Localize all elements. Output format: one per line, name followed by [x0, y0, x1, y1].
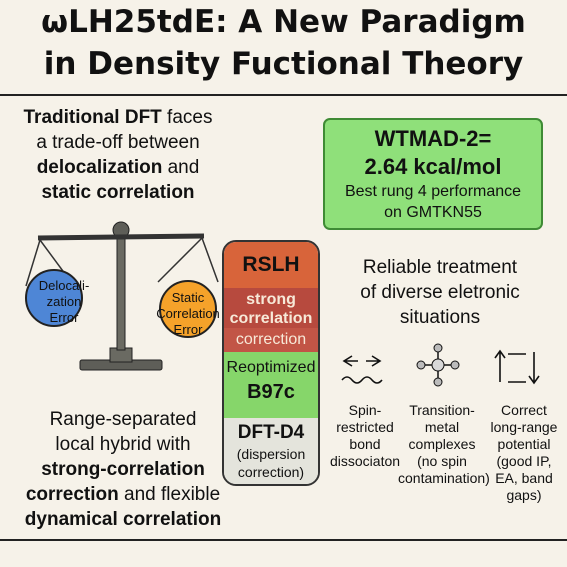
caption-line: contamination)	[398, 470, 490, 486]
local-hybrid-text: local hybrid with	[55, 434, 191, 455]
correction-block: correction	[224, 328, 318, 353]
range-separated-description: Range-separated local hybrid with strong…	[8, 407, 238, 532]
caption-line: dissociaton	[330, 453, 401, 469]
caption-line: Correct	[501, 402, 547, 418]
correction-text: correction	[235, 331, 307, 348]
reliable-line-1: Reliable treatment	[362, 257, 518, 278]
right-pan-line-2: Correlation	[156, 306, 220, 321]
correlation-text: correlation	[229, 310, 313, 327]
caption-line: Transition-	[409, 402, 475, 418]
best-rung-text: Best rung 4 performance	[344, 183, 522, 200]
reoptimized-text: Reoptimized	[226, 359, 316, 376]
b97c-label: B97c	[247, 381, 295, 403]
caption-line: potential	[497, 436, 551, 452]
right-pan-line-1: Static	[171, 290, 205, 305]
wtmad-result-box: WTMAD-2= 2.64 kcal/mol Best rung 4 perfo…	[323, 118, 543, 230]
static-correlation-error-pan	[159, 280, 217, 338]
caption-line: Spin-	[348, 402, 382, 418]
transition-metal-complex-icon	[416, 343, 460, 387]
dispersion-text: (dispersion	[236, 446, 306, 462]
static-correlation-label: static correlation	[41, 182, 195, 203]
functional-component-stack: RSLH strong correlation correction Reopt…	[222, 240, 320, 486]
long-range-potential-caption: Correct long-range potential (good IP, E…	[484, 402, 564, 504]
correction-label: correction	[25, 484, 119, 505]
static-correlation-error-label: Static Correlation Error	[152, 290, 224, 338]
caption-line: long-range	[490, 419, 558, 435]
flexible-text: and flexible	[118, 484, 221, 505]
caption-line: EA, band	[495, 470, 553, 486]
range-separated-text: Range-separated	[49, 409, 197, 430]
caption-line: restricted	[336, 419, 394, 435]
caption-line: (good IP,	[496, 453, 552, 469]
reliable-treatment-text: Reliable treatment of diverse eletronic …	[330, 255, 550, 330]
long-range-potential-icon	[494, 349, 540, 385]
left-pan-line-2: zation	[46, 294, 82, 309]
faces-text: faces	[161, 107, 213, 128]
caption-line: (no spin	[417, 453, 467, 469]
and-text: and	[162, 157, 200, 178]
reliable-line-2: of diverse eletronic	[360, 282, 520, 303]
page-title-line-2: in Density Fuctional Theory	[43, 46, 524, 82]
wtmad-label: WTMAD-2=	[374, 126, 492, 151]
balance-scale-icon	[25, 221, 219, 371]
dispersion-correction-text: correction)	[237, 464, 305, 480]
footer-divider	[0, 539, 567, 541]
reliable-line-3: situations	[399, 307, 481, 328]
caption-line: gaps)	[506, 487, 542, 503]
rslh-label: RSLH	[242, 253, 300, 276]
page-title-line-1: ωLH25tdE: A New Paradigm	[41, 4, 526, 40]
wtmad-value: 2.64 kcal/mol	[364, 154, 502, 179]
delocalization-error-pan	[25, 269, 83, 327]
caption-line: complexes	[408, 436, 476, 452]
dft-d4-label: DFT-D4	[237, 422, 305, 443]
caption-line: bond	[349, 436, 381, 452]
caption-line: metal	[424, 419, 460, 435]
rslh-block: RSLH	[224, 242, 318, 289]
bond-dissociation-caption: Spin- restricted bond dissociaton	[330, 402, 400, 470]
transition-metal-caption: Transition- metal complexes (no spin con…	[398, 402, 490, 487]
traditional-dft-text: Traditional DFT faces a trade-off betwee…	[8, 105, 228, 205]
reoptimized-b97c-block: Reoptimized B97c	[224, 352, 318, 419]
header-divider	[0, 94, 567, 96]
trade-off-text: a trade-off between	[36, 132, 200, 153]
dft-d4-block: DFT-D4 (dispersion correction)	[224, 418, 318, 484]
left-pan-line-1: Delocali-	[38, 278, 90, 293]
delocalization-error-label: Delocali- zation Error	[28, 278, 100, 326]
dynamical-correlation-label: dynamical correlation	[24, 509, 222, 530]
right-pan-line-3: Error	[173, 322, 203, 337]
left-pan-line-3: Error	[49, 310, 79, 325]
bond-dissociation-icon	[341, 355, 383, 384]
strong-correlation-block: strong correlation	[224, 288, 318, 329]
traditional-dft-label: Traditional DFT	[23, 107, 162, 128]
gmtkn55-text: on GMTKN55	[384, 204, 482, 221]
strong-text: strong	[246, 291, 296, 308]
delocalization-label: delocalization	[36, 157, 163, 178]
strong-correlation-label: strong-correlation	[41, 459, 205, 480]
